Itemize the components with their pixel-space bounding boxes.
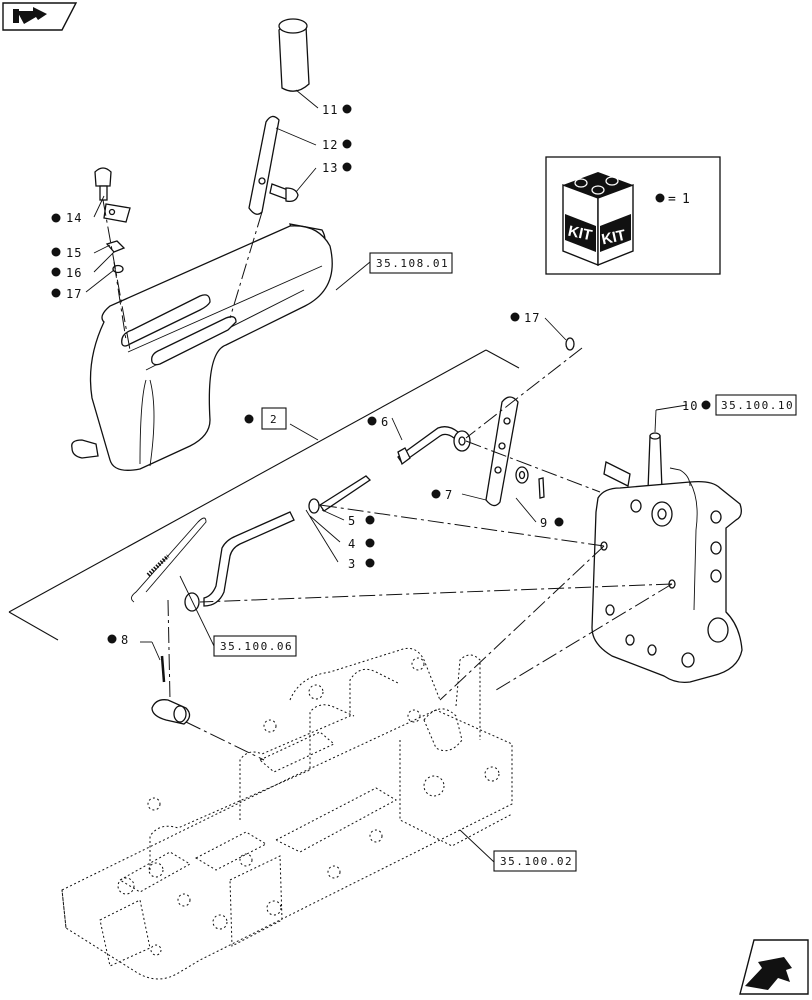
rod-3 (184, 475, 372, 612)
kit-bullet-icon (655, 193, 665, 203)
callout-3: 3 (348, 557, 356, 571)
reference-support-bracket[interactable]: 35.100.10 (715, 394, 797, 416)
callout-11: 11 (322, 103, 338, 117)
rod-6 (397, 426, 471, 466)
callout-17-upper: 17 (66, 287, 82, 301)
callout-8: 8 (121, 633, 129, 647)
kit-label-left: KIT (566, 223, 593, 245)
pin-stack (94, 167, 131, 274)
reference-label: 2 (270, 413, 278, 426)
leader-lines (85, 89, 688, 863)
callout-numbers: 11 12 13 14 15 16 17 17 10 6 7 9 5 4 3 8 (66, 103, 698, 647)
alignment-lines (102, 199, 673, 761)
lever-knob (278, 18, 310, 92)
reference-label: 35.100.06 (220, 640, 293, 653)
reference-label: 35.100.10 (721, 399, 794, 412)
callout-7: 7 (445, 488, 453, 502)
callout-13: 13 (322, 161, 338, 175)
callout-16: 16 (66, 266, 82, 280)
callout-14: 14 (66, 211, 82, 225)
callout-4: 4 (348, 537, 356, 551)
spring (131, 517, 207, 603)
callout-17-right: 17 (524, 311, 540, 325)
callout-5: 5 (348, 514, 356, 528)
reference-rod-assembly[interactable]: 35.100.06 (213, 635, 297, 657)
reference-assembly-group[interactable]: 2 (261, 407, 287, 430)
pin-8 (151, 655, 191, 725)
reference-label: 35.100.02 (500, 855, 573, 868)
lever-housing (71, 223, 333, 471)
kit-label-right: KIT (600, 227, 627, 249)
lever-plate (248, 115, 280, 215)
nav-next-button[interactable] (739, 939, 809, 995)
support-bracket (591, 432, 743, 684)
clip-17 (565, 337, 575, 351)
nav-back-button[interactable] (2, 2, 78, 31)
callout-bullets (51, 104, 711, 644)
washer-9 (515, 466, 545, 499)
kit-equals: = (668, 192, 676, 207)
reference-lift-housing[interactable]: 35.100.02 (493, 850, 577, 872)
kit-box-icon: KIT KIT (562, 172, 634, 267)
callout-15: 15 (66, 246, 82, 260)
link-plate-7 (485, 396, 519, 507)
callout-12: 12 (322, 138, 338, 152)
bolt (269, 183, 299, 203)
reference-lever-housing[interactable]: 35.108.01 (369, 252, 453, 274)
callout-6: 6 (381, 415, 389, 429)
callout-10: 10 (682, 399, 698, 413)
lift-housing (61, 647, 513, 980)
callout-9: 9 (540, 516, 548, 530)
reference-label: 35.108.01 (376, 257, 449, 270)
kit-legend: KIT KIT = 1 (545, 156, 721, 275)
group-bracket (8, 349, 520, 641)
kit-quantity: 1 (682, 192, 690, 207)
